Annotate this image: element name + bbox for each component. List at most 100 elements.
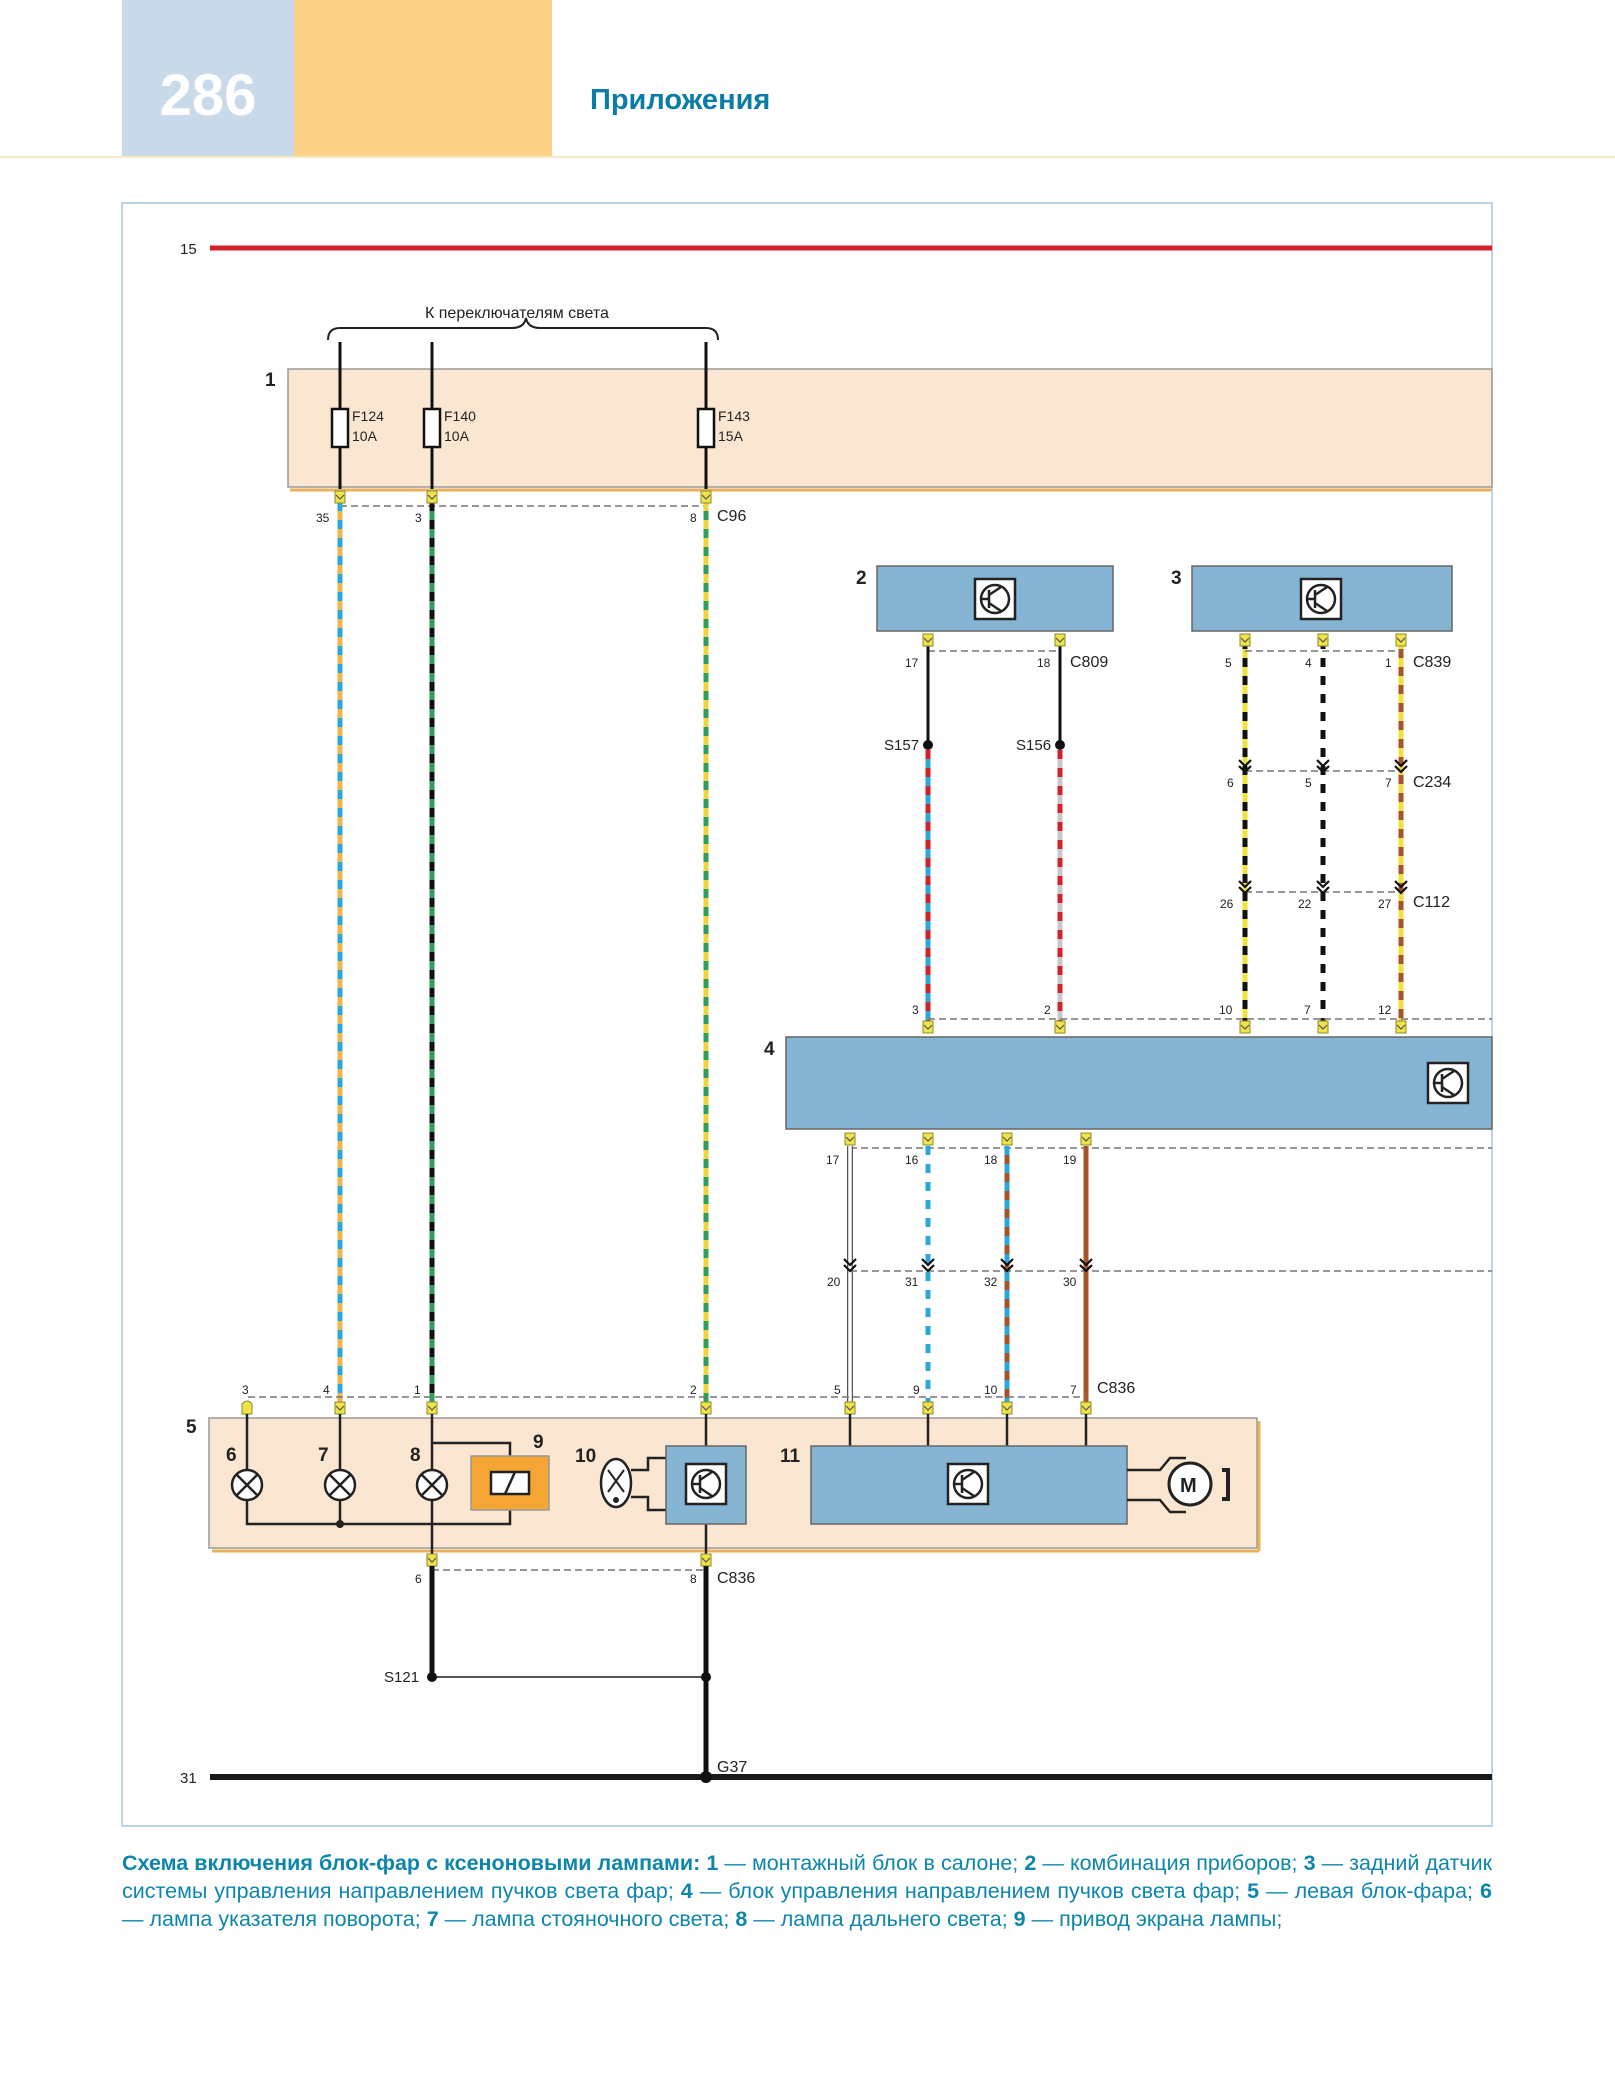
component-8-label: 8: [410, 1445, 421, 1466]
m4-out-pin-2: [922, 1132, 934, 1146]
c112-pin-27: 27: [1378, 897, 1392, 911]
c836-bottom-pin-8-label: 8: [690, 1572, 697, 1586]
transistor-icon-4: [1426, 1061, 1470, 1105]
c836-pin-4-label: 4: [323, 1383, 330, 1397]
page-number-block: 286: [122, 0, 294, 158]
caption-item: 5 — левая блок-фара;: [1247, 1879, 1481, 1903]
section-title: Приложения: [590, 84, 771, 116]
transistor-icon-2: [973, 577, 1017, 621]
c234-pin-6: 6: [1227, 776, 1234, 790]
mid-pin-30-label: 30: [1063, 1275, 1077, 1289]
ground-g37-dot: [700, 1771, 712, 1783]
headlamp-internal-wiring: [245, 1414, 1088, 1554]
component-10-label: 10: [575, 1446, 596, 1467]
transistor-icon-3: [1299, 577, 1343, 621]
c112-label: C112: [1413, 894, 1450, 911]
caption-item: 9 — привод экрана лампы;: [1013, 1907, 1283, 1931]
transistor-icon-10: [684, 1462, 728, 1506]
xenon-lamp-lead-2: [631, 1495, 666, 1512]
c839-pin-icon-2: [1317, 633, 1329, 647]
m4-in-pin-1: [922, 1020, 934, 1034]
m4-in-pin-2: [1054, 1020, 1066, 1034]
parking-lamp-icon: [323, 1468, 357, 1502]
c839-label: C839: [1413, 654, 1451, 671]
light-switch-label: К переключателям света: [425, 305, 609, 322]
caption-item: 3 — задний датчик системы управления нап…: [122, 1851, 1492, 1903]
c836-pin-1-label: 1: [414, 1383, 421, 1397]
c809-pin-17: 17: [905, 656, 919, 670]
c836-bottom-pin-1: [426, 1553, 438, 1567]
motor-lead-bottom: [1127, 1498, 1186, 1514]
c839-pin-4: 4: [1305, 656, 1312, 670]
m4-out-pin-4: [1080, 1132, 1092, 1146]
m4-in-pin-2-label: 2: [1044, 1003, 1051, 1017]
c96-pin-icon-1: [334, 490, 346, 504]
fuse-box: [287, 368, 1493, 488]
c809-pin-icon-1: [922, 633, 934, 647]
figure-caption: Схема включения блок-фар с ксеноновыми л…: [122, 1849, 1492, 1933]
c809-pin-18: 18: [1037, 656, 1051, 670]
motor-label: M: [1180, 1475, 1197, 1497]
header-divider: [0, 156, 1615, 158]
mid-pin-32-label: 32: [984, 1275, 998, 1289]
motor-icon: [1167, 1461, 1213, 1507]
c836-top-label: C836: [1097, 1380, 1135, 1397]
mid-pin-31-label: 31: [905, 1275, 919, 1289]
xenon-lamp-dot: [613, 1497, 619, 1503]
motor-bracket: [1222, 1468, 1230, 1501]
c809-label: C809: [1070, 654, 1108, 671]
splice-s121-dot: [427, 1672, 437, 1682]
caption-item: 6 — лампа указателя поворота;: [122, 1879, 1492, 1931]
c809-pin-icon-2: [1054, 633, 1066, 647]
fuse-f140-icon: [422, 407, 442, 449]
component-11-label: 11: [780, 1446, 801, 1467]
mid-pin-20-label: 20: [827, 1275, 841, 1289]
fuse-f124-icon: [330, 407, 350, 449]
c836-pin-9-label: 9: [913, 1383, 920, 1397]
beam-control-module-box: [785, 1036, 1493, 1130]
splice-s156-dot: [1055, 740, 1065, 750]
rail-15-label: 15: [180, 241, 197, 258]
splice-s121-label: S121: [384, 1669, 419, 1686]
m4-in-pin-7-label: 7: [1304, 1003, 1311, 1017]
c839-pin-1: 1: [1385, 656, 1392, 670]
c112-pin-26: 26: [1220, 897, 1234, 911]
c234-pin-7: 7: [1385, 776, 1392, 790]
c836-pin-7-label: 7: [1070, 1383, 1077, 1397]
c836-pin-3-label: 3: [242, 1383, 249, 1397]
c96-pin-8: 8: [690, 511, 697, 525]
xenon-lamp-x2: [607, 1469, 625, 1493]
header-accent-block: [294, 0, 552, 158]
turn-signal-lamp-icon: [230, 1468, 264, 1502]
shutter-actuator-coil-slash: [503, 1471, 517, 1495]
page-header: 286 Приложения: [0, 0, 1615, 158]
m4-in-pin-3-label: 3: [912, 1003, 919, 1017]
m4-out-pin-3: [1001, 1132, 1013, 1146]
caption-title: Схема включения блок-фар с ксеноновыми л…: [122, 1851, 701, 1875]
caption-item: 8 — лампа дальнего света;: [735, 1907, 1014, 1931]
component-3-label: 3: [1171, 568, 1182, 589]
caption-item: 1 — монтажный блок в салоне;: [706, 1851, 1025, 1875]
caption-item: 4 — блок управления направлением пучков …: [680, 1879, 1248, 1903]
component-2-label: 2: [856, 568, 867, 589]
transistor-icon-11: [946, 1462, 990, 1506]
m4-in-pin-5: [1395, 1020, 1407, 1034]
high-beam-lamp-icon: [415, 1468, 449, 1502]
c839-pin-icon-3: [1395, 633, 1407, 647]
fuse-f124-name: F124: [352, 408, 384, 424]
motor-lead-top: [1127, 1456, 1186, 1472]
component-7-label: 7: [318, 1445, 329, 1466]
fuse-f124-rating: 10A: [352, 428, 378, 444]
ground-g37-label: G37: [717, 1759, 747, 1776]
fuse-f143-name: F143: [718, 408, 750, 424]
c836-bottom-pin-6-label: 6: [415, 1572, 422, 1586]
fuse-f143-rating: 15A: [718, 428, 744, 444]
m4-out-pin-1: [844, 1132, 856, 1146]
splice-s156-label: S156: [1016, 737, 1051, 754]
component-6-label: 6: [226, 1445, 237, 1466]
splice-s157-label: S157: [884, 737, 919, 754]
c234-label: C234: [1413, 774, 1451, 791]
c96-pin-3: 3: [415, 511, 422, 525]
c96-pin-35: 35: [316, 511, 330, 525]
